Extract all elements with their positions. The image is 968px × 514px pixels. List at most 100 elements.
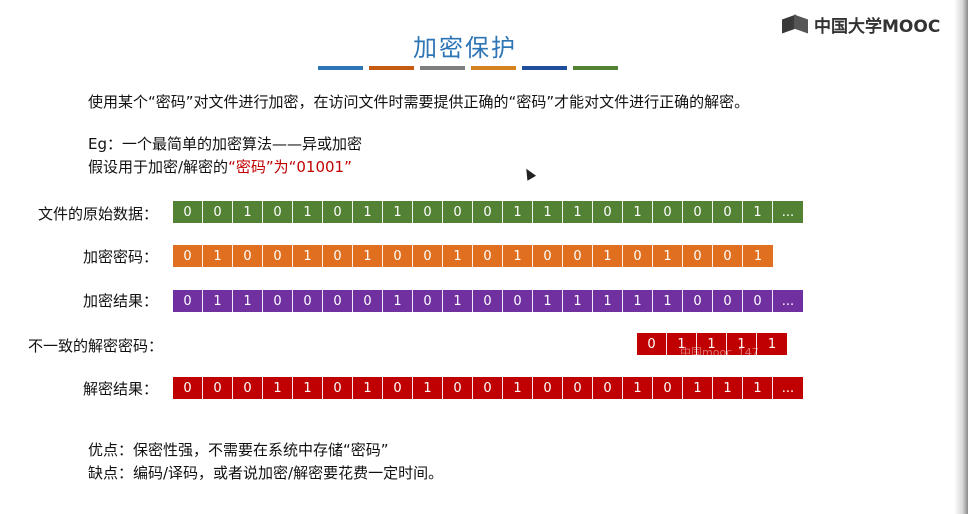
title-bar-0 (318, 66, 363, 70)
assumption-text: 假设用于加密/解密的“密码”为“01001” (88, 156, 352, 177)
bit-cell: 1 (653, 245, 683, 267)
title-underline-bars (318, 66, 618, 70)
bit-cell: 0 (473, 377, 503, 399)
slide-title: 加密保护 (413, 34, 517, 62)
row-label-encrypt-key: 加密密码： (82, 248, 158, 266)
bit-cell: 0 (637, 333, 667, 355)
bit-cell: 0 (383, 245, 413, 267)
bit-cell: 0 (173, 201, 203, 223)
bit-cell: 0 (533, 245, 563, 267)
bit-cell: 0 (323, 290, 353, 312)
bit-cell: 0 (173, 245, 203, 267)
bit-cell: 1 (623, 377, 653, 399)
bit-cell: 1 (563, 201, 593, 223)
title-bar-3 (471, 66, 516, 70)
bit-cell: 0 (503, 290, 533, 312)
mouse-cursor-icon (521, 166, 537, 181)
cons-text: 缺点：编码/译码，或者说加密/解密要花费一定时间。 (88, 464, 444, 482)
bit-cell: 0 (383, 377, 413, 399)
bit-cell: 1 (667, 333, 697, 355)
bit-cell: 0 (683, 201, 713, 223)
row-label-decrypt-result: 解密结果： (82, 380, 158, 398)
bit-cell: 0 (203, 201, 233, 223)
bit-cell: ... (773, 290, 803, 312)
bit-cell: 0 (233, 245, 263, 267)
right-edge-shadow (954, 0, 968, 514)
bit-cell: 1 (697, 333, 727, 355)
bit-cell: 1 (743, 245, 773, 267)
bit-cell: 1 (353, 245, 383, 267)
logo-text: 中国大学MOOC (814, 16, 941, 37)
bit-cell: 0 (653, 377, 683, 399)
bit-cell: 1 (533, 290, 563, 312)
bit-cell: 1 (353, 201, 383, 223)
bit-cell: ... (773, 377, 803, 399)
title-bar-5 (573, 66, 618, 70)
bit-cell: 1 (203, 245, 233, 267)
bit-cell: 1 (593, 290, 623, 312)
row-label-original: 文件的原始数据： (37, 205, 158, 223)
bit-cell: 1 (233, 290, 263, 312)
title-bar-1 (369, 66, 414, 70)
bit-cell: 1 (623, 290, 653, 312)
row-label-wrong-key: 不一致的解密密码： (27, 337, 163, 355)
bit-cell: 0 (173, 377, 203, 399)
bit-cell: 1 (563, 290, 593, 312)
bit-cell: 0 (263, 290, 293, 312)
bit-cell: 0 (563, 245, 593, 267)
bit-cell: 1 (743, 201, 773, 223)
bit-cell: 0 (743, 290, 773, 312)
bit-cell: 0 (713, 245, 743, 267)
bit-cell: 0 (533, 377, 563, 399)
bit-cell: 1 (353, 377, 383, 399)
bit-cell: 1 (727, 333, 757, 355)
bit-cell: 1 (683, 377, 713, 399)
bit-cell: 0 (713, 290, 743, 312)
bit-cell: 0 (413, 245, 443, 267)
bit-cell: 0 (173, 290, 203, 312)
bit-cell: 0 (233, 377, 263, 399)
bit-cell: 1 (533, 201, 563, 223)
bit-cell: 0 (473, 201, 503, 223)
bit-cell: 0 (563, 377, 593, 399)
bit-cell: 1 (383, 201, 413, 223)
bit-cell: 1 (653, 290, 683, 312)
bit-cell: 1 (757, 333, 787, 355)
bit-cell: 0 (593, 377, 623, 399)
bit-cell: 0 (473, 290, 503, 312)
bit-cell: 0 (323, 201, 353, 223)
bit-cell: 1 (443, 290, 473, 312)
example-text: Eg：一个最简单的加密算法——异或加密 (88, 135, 363, 153)
bit-cell: 1 (263, 377, 293, 399)
title-bar-4 (522, 66, 567, 70)
bit-cell: 1 (713, 377, 743, 399)
assumption-prefix: 假设用于加密/解密的 (88, 158, 229, 176)
bit-cell: 1 (293, 377, 323, 399)
bit-cell: 0 (323, 377, 353, 399)
bit-cell: 1 (743, 377, 773, 399)
bit-cell: 0 (653, 201, 683, 223)
bit-cell: ... (773, 201, 803, 223)
bit-cell: 0 (263, 201, 293, 223)
bit-cell: 0 (443, 201, 473, 223)
bit-cell: 1 (503, 201, 533, 223)
bit-cell: 1 (593, 245, 623, 267)
bit-cell: 0 (413, 290, 443, 312)
bit-cell: 0 (413, 201, 443, 223)
bit-cell: 1 (623, 201, 653, 223)
bit-cell: 0 (473, 245, 503, 267)
bit-cell: 1 (203, 290, 233, 312)
bit-cell: 1 (503, 377, 533, 399)
bit-cell: 0 (683, 290, 713, 312)
mooc-logo: 中国大学MOOC (782, 11, 940, 37)
bit-cell: 0 (203, 377, 233, 399)
pros-text: 优点：保密性强，不需要在系统中存储“密码” (88, 441, 389, 459)
intro-text: 使用某个“密码”对文件进行加密，在访问文件时需要提供正确的“密码”才能对文件进行… (88, 93, 750, 111)
bit-cell: 0 (323, 245, 353, 267)
